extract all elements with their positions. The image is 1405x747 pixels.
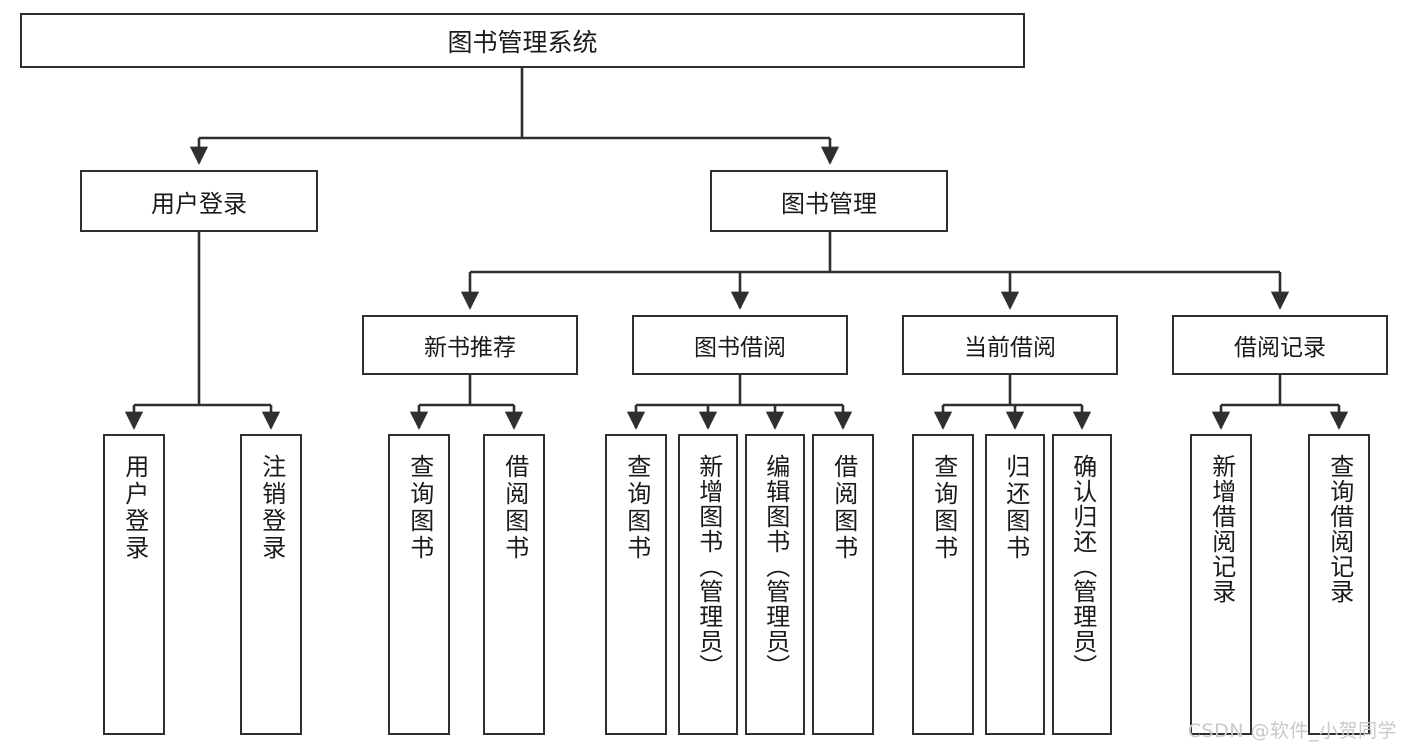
node-label: 图书管理 (781, 189, 877, 218)
node-label: 注销登录 (257, 454, 286, 562)
node-label: 借阅图书 (829, 454, 858, 562)
node-book-borrow[interactable]: 图书借阅 (632, 315, 848, 375)
node-leaf-user-logout[interactable]: 注销登录 (240, 434, 302, 735)
node-label: 新增图书（管理员） (694, 454, 723, 679)
node-label: 用户登录 (120, 454, 149, 562)
node-leaf-add-book-admin[interactable]: 新增图书（管理员） (678, 434, 738, 735)
node-label: 确认归还（管理员） (1068, 454, 1097, 679)
node-root-book-management-system[interactable]: 图书管理系统 (20, 13, 1025, 68)
node-book-management[interactable]: 图书管理 (710, 170, 948, 232)
node-label: 借阅图书 (500, 454, 529, 562)
node-label: 用户登录 (151, 189, 247, 218)
node-leaf-query-book-borrow[interactable]: 查询图书 (605, 434, 667, 735)
node-leaf-query-book-current[interactable]: 查询图书 (912, 434, 974, 735)
node-leaf-edit-book-admin[interactable]: 编辑图书（管理员） (745, 434, 805, 735)
node-label: 图书管理系统 (447, 27, 598, 57)
csdn-watermark: CSDN @软件_小贺同学 (1187, 720, 1397, 742)
node-label: 归还图书 (1001, 454, 1030, 562)
node-new-book-recommend[interactable]: 新书推荐 (362, 315, 578, 375)
node-leaf-borrow-book-recommend[interactable]: 借阅图书 (483, 434, 545, 735)
node-label: 当前借阅 (964, 335, 1056, 361)
node-leaf-confirm-return-admin[interactable]: 确认归还（管理员） (1052, 434, 1112, 735)
node-user-login[interactable]: 用户登录 (80, 170, 318, 232)
node-label: 图书借阅 (694, 335, 786, 361)
node-label: 查询借阅记录 (1325, 454, 1354, 604)
node-label: 新增借阅记录 (1207, 454, 1236, 604)
node-leaf-return-book[interactable]: 归还图书 (985, 434, 1045, 735)
node-borrow-record[interactable]: 借阅记录 (1172, 315, 1388, 375)
node-current-borrow[interactable]: 当前借阅 (902, 315, 1118, 375)
node-leaf-borrow-book[interactable]: 借阅图书 (812, 434, 874, 735)
node-leaf-add-borrow-record[interactable]: 新增借阅记录 (1190, 434, 1252, 735)
node-label: 新书推荐 (424, 335, 516, 361)
node-leaf-query-book-recommend[interactable]: 查询图书 (388, 434, 450, 735)
node-label: 查询图书 (405, 454, 434, 562)
node-label: 编辑图书（管理员） (761, 454, 790, 679)
node-label: 借阅记录 (1234, 335, 1326, 361)
node-label: 查询图书 (929, 454, 958, 562)
node-label: 查询图书 (622, 454, 651, 562)
node-leaf-query-borrow-record[interactable]: 查询借阅记录 (1308, 434, 1370, 735)
node-leaf-user-login[interactable]: 用户登录 (103, 434, 165, 735)
